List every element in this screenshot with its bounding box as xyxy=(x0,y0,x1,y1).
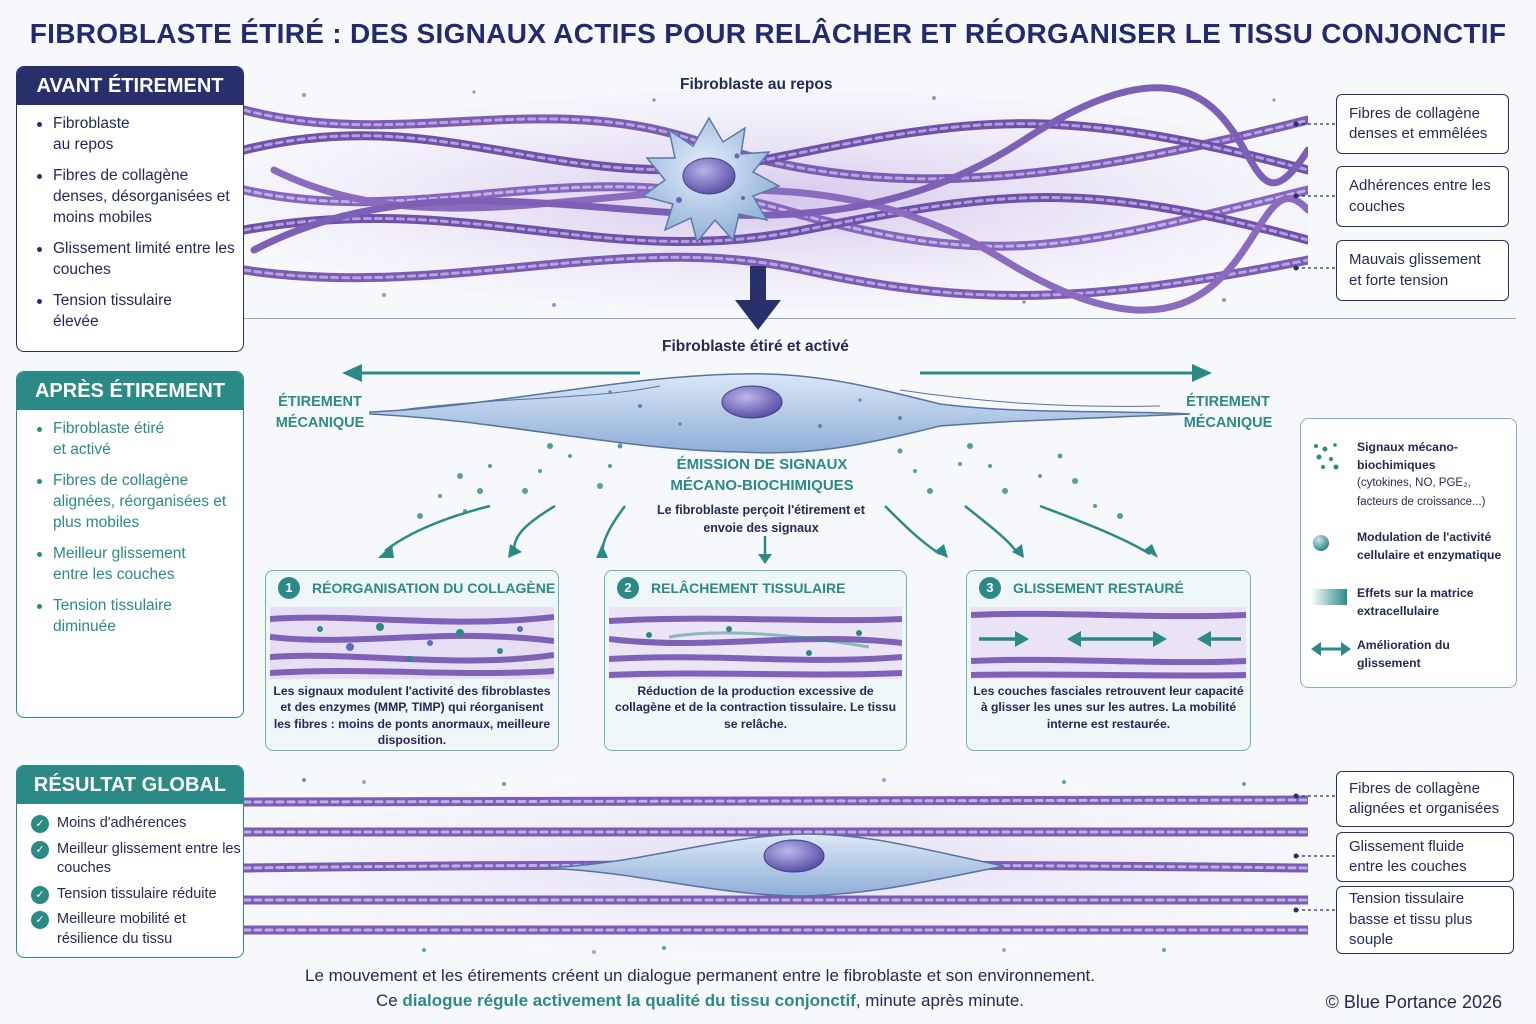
callout-adhesions: Adhérences entre les couches xyxy=(1336,166,1509,227)
list-item: Fibroblaste étiré et activé xyxy=(37,418,177,460)
check-icon: ✓ xyxy=(31,840,49,859)
legend-item-matrix: Effets sur la matrice extracellulaire xyxy=(1357,586,1474,618)
page-title: FIBROBLASTE ÉTIRÉ : DES SIGNAUX ACTIFS P… xyxy=(29,18,1507,49)
legend: Signaux mécano-biochimiques (cytokines, … xyxy=(1300,418,1517,688)
panel-apres: APRÈS ÉTIREMENT Fibroblaste étiré et act… xyxy=(16,371,244,718)
gradient-swatch-icon xyxy=(1311,589,1347,605)
legend-item-signals: Signaux mécano-biochimiques (cytokines, … xyxy=(1357,440,1486,508)
section-divider xyxy=(244,318,1516,319)
card-text: Les signaux modulent l'activité des fibr… xyxy=(273,684,551,747)
double-arrow-icon xyxy=(1311,642,1351,656)
step-number-badge: 1 xyxy=(278,577,300,599)
list-item: Fibroblaste au repos xyxy=(37,113,137,155)
callout-poor-gliding: Mauvais glissement et forte tension xyxy=(1336,240,1509,301)
signals-title: ÉMISSION DE SIGNAUX MÉCANO-BIOCHIMIQUES xyxy=(670,456,854,494)
callout-dense-fibers: Fibres de collagène denses et emmêlées xyxy=(1336,94,1509,154)
top-tissue-illustration xyxy=(244,84,1308,314)
list-item: ✓Moins d'adhérences xyxy=(31,814,243,834)
sphere-icon xyxy=(1313,535,1329,551)
bottom-tissue-illustration xyxy=(244,775,1308,955)
check-icon: ✓ xyxy=(31,815,49,833)
relaxed-fibroblast xyxy=(543,833,1005,897)
bottom-callout-leaders xyxy=(1293,793,1336,913)
signals-subtitle: Le fibroblaste perçoit l'étirement et en… xyxy=(657,503,865,535)
copyright: © Blue Portance 2026 xyxy=(1325,992,1502,1012)
card-text: Réduction de la production excessive de … xyxy=(614,684,897,731)
card-title: RÉORGANISATION DU COLLAGÈNE xyxy=(312,580,556,596)
panel-resultat-heading: RÉSULTAT GLOBAL xyxy=(17,766,243,804)
top-callout-leaders xyxy=(1293,121,1336,271)
panel-apres-list: Fibroblaste étiré et activé Fibres de co… xyxy=(17,410,243,637)
resting-cell-label: Fibroblaste au repos xyxy=(680,76,833,93)
footer-line-1: Le mouvement et les étirements créent un… xyxy=(304,966,1096,985)
list-item: ✓Meilleur glissement entre les couches xyxy=(31,840,243,879)
list-item: Meilleur glissement entre les couches xyxy=(37,543,197,585)
callout-low-tension: Tension tissulaire basse et tissu plus s… xyxy=(1336,886,1514,954)
stretch-label-right: ÉTIREMENT MÉCANIQUE xyxy=(1183,394,1273,431)
panel-resultat: RÉSULTAT GLOBAL ✓Moins d'adhérences ✓Mei… xyxy=(16,765,244,958)
card-title: GLISSEMENT RESTAURÉ xyxy=(1013,580,1184,596)
list-item: ✓Tension tissulaire réduite xyxy=(31,885,243,905)
list-item: Tension tissulaire élevée xyxy=(37,290,187,332)
card-text: Les couches fasciales retrouvent leur ca… xyxy=(973,684,1244,731)
list-item: Fibres de collagène alignées, réorganisé… xyxy=(37,470,243,533)
step-number-badge: 3 xyxy=(979,577,1001,599)
check-icon: ✓ xyxy=(31,885,49,904)
list-item: Fibres de collagène denses, désorganisée… xyxy=(37,165,243,228)
card-collagen-illustration xyxy=(270,607,554,679)
panel-apres-heading: APRÈS ÉTIREMENT xyxy=(17,372,243,410)
stretch-label-left: ÉTIREMENT MÉCANIQUE xyxy=(275,394,365,431)
legend-item-modulation: Modulation de l'activité cellulaire et e… xyxy=(1357,530,1502,562)
step-number-badge: 2 xyxy=(617,577,639,599)
resting-fibroblast xyxy=(641,116,781,244)
down-arrow-icon xyxy=(735,266,781,330)
panel-avant: AVANT ÉTIREMENT Fibroblaste au repos Fib… xyxy=(16,66,244,352)
dots-icon xyxy=(1314,443,1339,470)
list-item: Tension tissulaire diminuée xyxy=(37,595,187,637)
stretched-cell-label: Fibroblaste étiré et activé xyxy=(662,338,849,355)
card-tissue-relaxation: 2 RELÂCHEMENT TISSULAIRE Réduction de la … xyxy=(604,570,907,751)
panel-avant-heading: AVANT ÉTIREMENT xyxy=(17,67,243,105)
card-relaxation-illustration xyxy=(609,607,902,679)
list-item: ✓Meilleure mobilité et résilience du tis… xyxy=(31,910,191,949)
legend-item-gliding: Amélioration du glissement xyxy=(1357,638,1450,670)
card-gliding-illustration xyxy=(971,607,1246,679)
panel-resultat-list: ✓Moins d'adhérences ✓Meilleur glissement… xyxy=(17,804,243,949)
stretched-fibroblast-illustration xyxy=(342,364,1212,564)
list-item: Glissement limité entre les couches xyxy=(37,238,243,280)
card-collagen-reorganization: 1 RÉORGANISATION DU COLLAGÈNE Les signaux… xyxy=(265,570,559,751)
callout-fluid-gliding: Glissement fluide entre les couches xyxy=(1336,832,1514,882)
callout-aligned-fibers: Fibres de collagène alignées et organisé… xyxy=(1336,771,1514,827)
card-title: RELÂCHEMENT TISSULAIRE xyxy=(651,580,846,596)
check-icon: ✓ xyxy=(31,911,49,929)
footer-line-2: Ce dialogue régule activement la qualité… xyxy=(375,991,1025,1010)
panel-avant-list: Fibroblaste au repos Fibres de collagène… xyxy=(17,105,243,332)
card-gliding-restored: 3 GLISSEMENT RESTAURÉ Les couches fascial… xyxy=(966,570,1251,751)
